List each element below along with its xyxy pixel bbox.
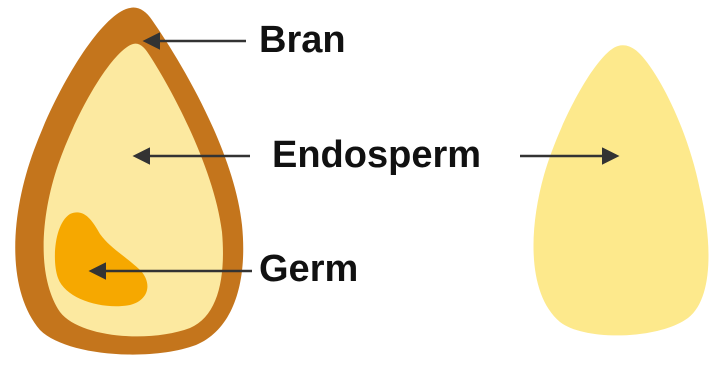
endosperm-label: Endosperm xyxy=(272,136,481,174)
refined-grain-endosperm xyxy=(533,45,708,335)
whole-grain-kernel xyxy=(15,8,243,355)
germ-label: Germ xyxy=(259,250,358,288)
bran-label: Bran xyxy=(259,21,346,59)
